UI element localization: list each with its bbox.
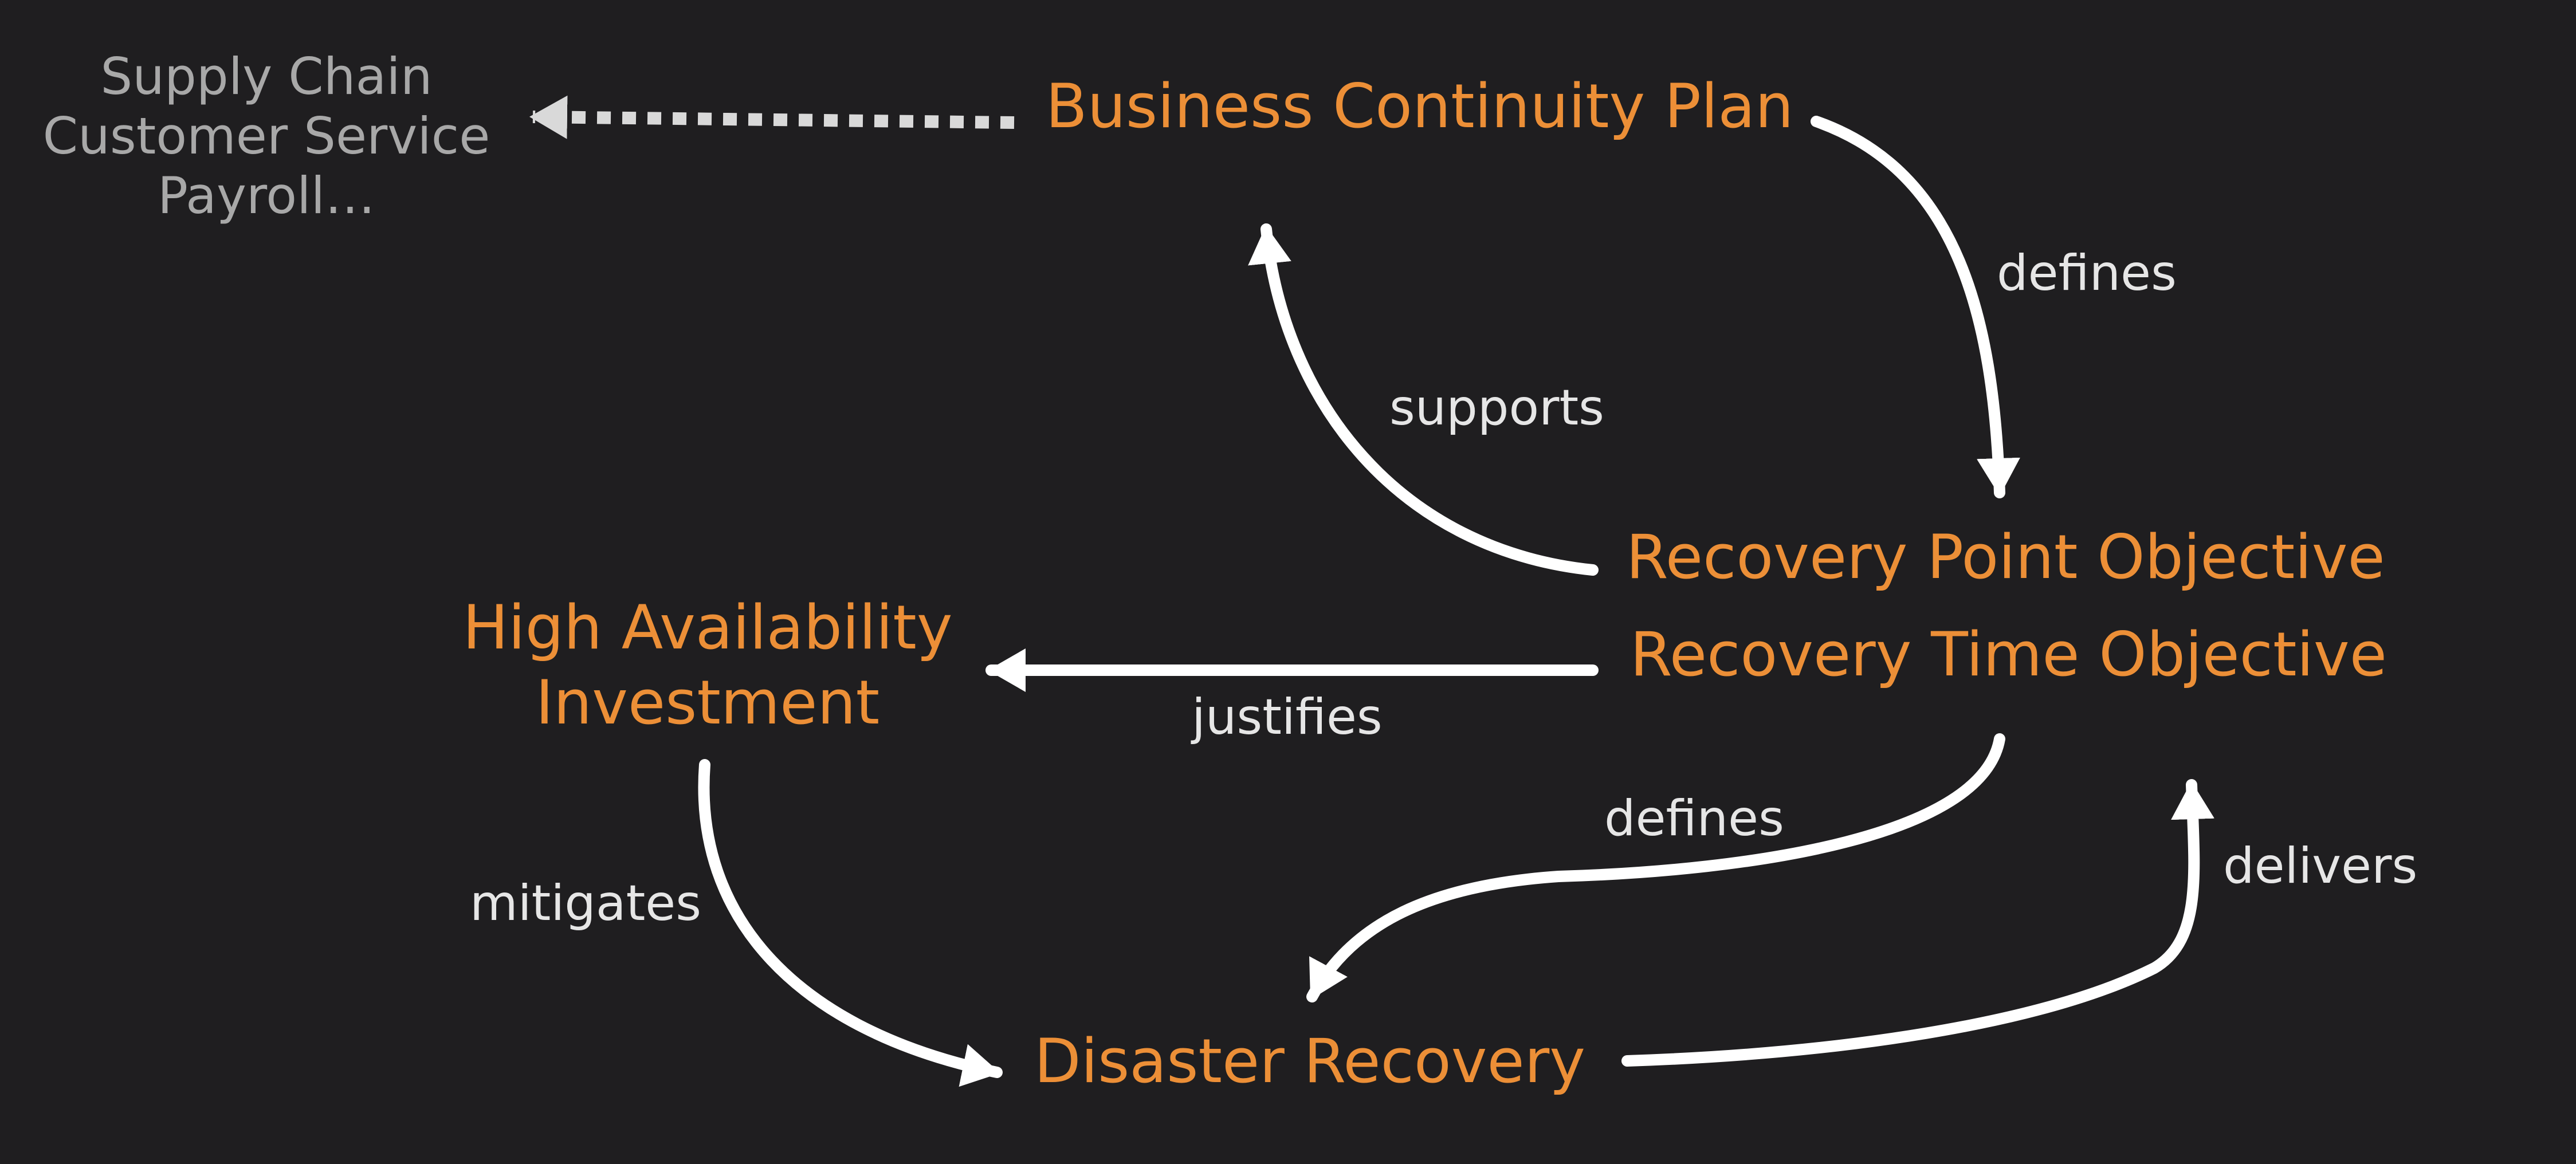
arrow-rto-defines-dr	[1306, 733, 2005, 1002]
arrow-bcp-defines-rpo	[1811, 116, 2020, 498]
node-high-availability-investment: High Availability Investment	[458, 592, 957, 738]
node-recovery-time-objective: Recovery Time Objective	[1630, 619, 2387, 690]
node-disaster-recovery: Disaster Recovery	[1034, 1026, 1586, 1096]
edge-label-rto-justifies-ha: justifies	[1192, 689, 1383, 746]
list-item: Customer Service	[42, 106, 490, 166]
list-item: Supply Chain	[100, 47, 433, 106]
edge-label-bcp-defines-rpo: defines	[1997, 245, 2177, 302]
edge-label-rto-defines-dr: defines	[1604, 790, 1784, 847]
edge-label-rpo-supports-bcp: supports	[1389, 379, 1604, 436]
affected-functions-list: Supply Chain Customer Service Payroll…	[40, 47, 493, 225]
edge-label-ha-mitigates-dr: mitigates	[470, 875, 702, 932]
list-item: Payroll…	[157, 166, 376, 225]
node-business-continuity-plan: Business Continuity Plan	[1046, 71, 1794, 141]
arrow-dr-delivers-rto	[1621, 779, 2214, 1067]
arrow-bcp-to-side-list	[529, 95, 1015, 139]
node-line: High Availability	[462, 592, 953, 663]
node-recovery-point-objective: Recovery Point Objective	[1626, 522, 2385, 592]
edge-label-dr-delivers-rto: delivers	[2223, 837, 2418, 895]
node-line: Investment	[535, 667, 880, 738]
arrow-ha-mitigates-dr	[698, 759, 1003, 1087]
arrow-rpo-supports-bcp	[1248, 223, 1599, 576]
